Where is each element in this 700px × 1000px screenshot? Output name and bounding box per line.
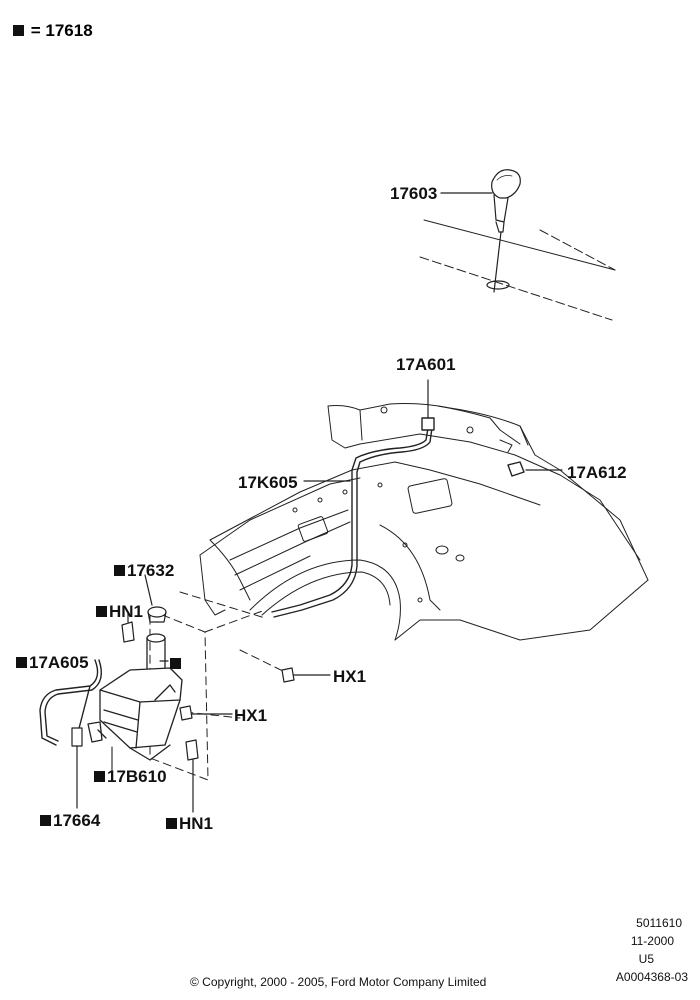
legend-square-icon [40, 815, 51, 826]
label-hx1-upper: HX1 [333, 667, 367, 686]
legend-square-icon [96, 606, 107, 617]
legend-square-icon [114, 565, 125, 576]
copyright-notice: © Copyright, 2000 - 2005, Ford Motor Com… [190, 975, 487, 989]
reference-drawing-id: A0004368-03 [615, 970, 688, 984]
legend-square-icon [16, 657, 27, 668]
reference-code: 5011610 [636, 916, 682, 930]
legend-square-icon [94, 771, 105, 782]
grommet-17632 [144, 574, 167, 623]
legend-text: = 17618 [30, 21, 93, 40]
label-hx1-lower: HX1 [234, 706, 268, 725]
label-17A612: 17A612 [567, 463, 627, 482]
label-17B610: 17B610 [94, 768, 167, 785]
label-17632: 17632 [114, 562, 174, 579]
washer-hose [271, 379, 563, 618]
bolt-hx1-upper [281, 667, 331, 683]
label-17603: 17603 [390, 184, 438, 203]
label-17K605: 17K605 [238, 473, 298, 492]
label-17A605: 17A605 [16, 654, 89, 671]
label-hn1-upper: HN1 [96, 603, 143, 620]
fastener-17664 [71, 727, 83, 809]
nozzle-assembly [419, 169, 616, 321]
label-17664: 17664 [40, 812, 100, 829]
label-hn1-lower: HN1 [166, 815, 213, 832]
body-structure [199, 403, 649, 641]
legend-square-icon [13, 25, 24, 36]
reference-date: 11-2000 [630, 934, 674, 948]
clip-hn1-upper [121, 611, 135, 643]
legend-square-icon [166, 818, 177, 829]
label-17A601: 17A601 [396, 355, 456, 374]
clip-hn1-lower [185, 739, 199, 813]
label-legend-part [170, 655, 183, 672]
legend-square-icon [170, 658, 181, 669]
washer-reservoir [87, 633, 183, 776]
bolt-hx1-lower [179, 705, 233, 721]
reference-region: U5 [638, 952, 654, 966]
legend: = 17618 [13, 22, 93, 39]
